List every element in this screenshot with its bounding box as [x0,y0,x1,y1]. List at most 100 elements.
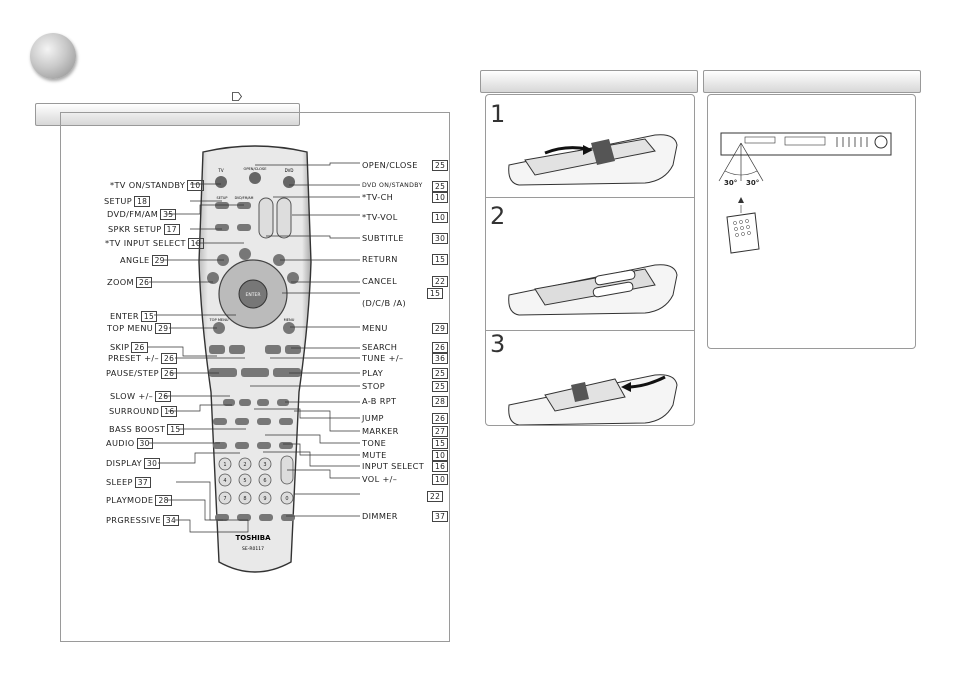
remote-tv-text: TV [217,168,223,173]
remote-diagram-panel [60,112,450,642]
page-number-box: 26 [161,353,178,364]
callout-text: SPKR SETUP [108,224,162,234]
page-number-box: 26 [155,391,172,402]
callout-open-close: OPEN/CLOSE 25 [362,160,449,171]
battery-section-header [480,70,698,93]
page-number-box: 10 [432,212,449,223]
page-number-box: 36 [432,353,449,364]
callout-text: ENTER [110,311,139,321]
callout-text: DISPLAY [106,458,143,468]
remote-section-header [35,103,300,126]
remote-model: SE-R0117 [242,546,264,552]
callout-text: PLAYMODE [106,495,154,505]
callout-text: AUDIO [106,438,135,448]
range-section-header [703,70,921,93]
step-divider [486,197,694,198]
step-number: 3 [490,330,506,358]
callout-tune: TUNE +/– 36 [362,353,449,364]
callout-text: SLEEP [106,477,133,487]
callout-text: TUNE +/– [362,353,404,363]
callout-text: (D/C/B /A) [362,298,407,308]
callout-text: JUMP [362,413,384,423]
callout-text: SLOW +/– [110,391,154,401]
page-number-box: 26 [160,368,178,379]
remote-dvd-fm-am-text: DVD/FM/AM [235,196,254,200]
page-number-box: 15 [427,288,444,299]
page-number-box: 29 [432,323,449,334]
page-number-box: 25 [432,160,449,171]
callout-jump: JUMP 26 [362,413,449,424]
callout-text: SUBTITLE [362,233,404,243]
page-number-box: 22 [432,276,449,287]
page-number-box: 25 [432,381,449,392]
page-number-box: 37 [432,511,449,522]
page-number-box: 29 [155,323,172,334]
digit-7: 7 [223,496,226,502]
callout-slow: SLOW +/–26 [110,391,172,402]
digit-6: 6 [263,478,266,484]
callout-text: BASS BOOST [109,424,166,434]
page-number-box: 10 [187,180,204,191]
remote-menu-text: MENU [284,318,295,322]
remote-top-menu-text: TOP MENU [208,318,228,322]
page-number-box: 10 [187,238,205,249]
page-number-box: 15 [432,254,449,265]
page-number-box: 28 [432,396,449,407]
callout-text: *TV ON/STANDBY [110,180,186,190]
step-divider [486,330,694,331]
page-number-box: 26 [135,277,153,288]
callout-text: *TV-VOL [362,212,398,222]
page-number-box: 29 [151,255,168,266]
remote-control-illustration: TV OPEN/CLOSE DVD SETUP DVD/FM/AM ENTER … [198,145,312,573]
remote-dvd-text: DVD [285,168,294,173]
remote-enter-text: ENTER [246,292,261,298]
callout-menu: MENU 29 [362,323,449,334]
callout-text: DVD ON/STANDBY [362,182,423,189]
page-number-box: 27 [432,426,449,437]
page-number-box: 30 [432,233,449,244]
callout-vol: VOL +/–10 [362,474,449,485]
page-number-box: 15 [432,438,449,449]
callout-text: *TV INPUT SELECT [105,238,186,248]
page-number-box: 34 [162,515,180,526]
page-number-box: 15 [167,424,184,435]
callout-dimmer: DIMMER 37 [362,511,449,522]
remote-brand: TOSHIBA [236,534,272,542]
open-battery-cover-illustration [508,134,678,186]
angle-right-label: 30° [746,179,760,187]
callout-text: DIMMER [362,511,398,521]
page-number-box: 30 [144,458,161,469]
page-number-box: 26 [432,413,449,424]
digit-3: 3 [263,462,266,468]
callout-text: TOP MENU [107,323,154,333]
page-number-box: 26 [131,342,148,353]
page-number-box: 10 [432,192,449,203]
callout-text: MENU [362,323,388,333]
operating-range-illustration [718,132,892,254]
callout-text: OPEN/CLOSE [362,160,418,170]
page-number-box: 15 [140,311,158,322]
remote-setup-text: SETUP [217,196,228,200]
callout-text: SURROUND [109,406,160,416]
callout-text: RETURN [362,254,398,264]
